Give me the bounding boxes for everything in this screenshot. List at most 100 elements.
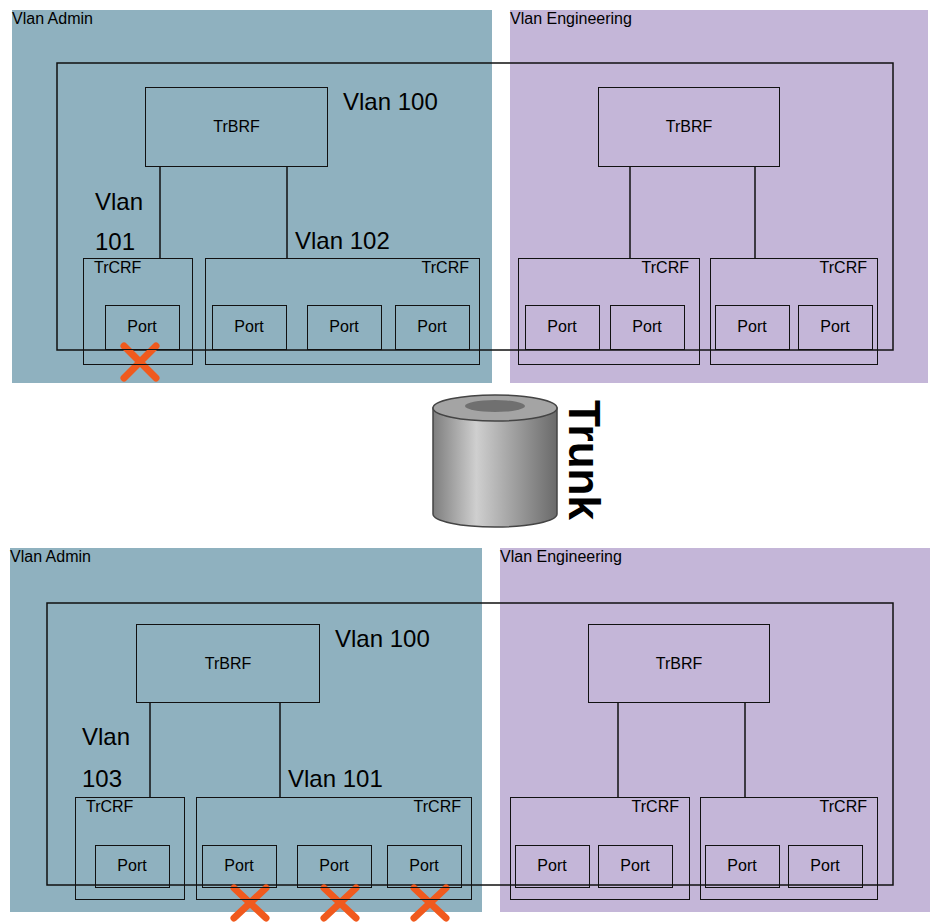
- port-box: Port: [202, 845, 277, 888]
- vlan-link-line: [629, 167, 631, 258]
- trcrf-box: TrCRF Port Port Port: [196, 797, 472, 900]
- trunk-cylinder: [433, 395, 557, 527]
- label-holder: Trunk: [559, 400, 609, 520]
- cylinder-top: [433, 395, 557, 421]
- vlan-edge-label: Vlan 103: [82, 716, 144, 800]
- label-holder: Vlan 101: [288, 764, 418, 794]
- trcrf-label: TrCRF: [820, 259, 867, 276]
- port-label: Port: [737, 318, 766, 336]
- port-label: Port: [224, 857, 253, 875]
- label-holder: Vlan 103: [82, 716, 144, 800]
- port-label: Port: [409, 857, 438, 875]
- trbrf-label: TrBRF: [656, 655, 703, 673]
- port-label: Port: [127, 318, 156, 336]
- port-box: Port: [598, 845, 673, 888]
- trcrf-box: TrCRF Port: [83, 258, 193, 365]
- port-box: Port: [307, 305, 382, 350]
- trbrf-label: TrBRF: [666, 118, 713, 136]
- vlan-edge-label: Vlan 101: [95, 182, 157, 262]
- vlan-edge-label: Vlan 101: [288, 764, 418, 794]
- port-box: Port: [395, 305, 470, 350]
- port-label: Port: [329, 318, 358, 336]
- vlan-region: Vlan EngineeringTrBRF TrCRF Port Port TrCRF P…: [510, 10, 928, 383]
- trcrf-label: TrCRF: [414, 798, 461, 815]
- admin-region: [12, 10, 492, 383]
- vlan-link-line: [754, 167, 756, 258]
- trbrf-box: TrBRF: [588, 624, 770, 703]
- blocked-x: [414, 888, 446, 918]
- port-box: Port: [515, 845, 590, 888]
- port-box: Port: [525, 305, 600, 350]
- region-title: Vlan Admin: [10, 548, 91, 565]
- port-label: Port: [632, 318, 661, 336]
- trcrf-label: TrCRF: [94, 259, 141, 276]
- port-label: Port: [810, 857, 839, 875]
- blocked-x: [324, 888, 356, 918]
- region-title: Vlan Engineering: [510, 10, 632, 27]
- label-holder: Vlan 102: [295, 226, 425, 256]
- trbrf-box: TrBRF: [598, 87, 780, 167]
- trbrf-label: TrBRF: [205, 655, 252, 673]
- cylinder-hole: [465, 400, 525, 412]
- vlan-edge-label: Vlan 102: [295, 226, 425, 256]
- label-holder: Vlan 100: [335, 625, 430, 653]
- blocked-marks: [124, 346, 446, 918]
- label-holder: Vlan 100: [343, 88, 438, 116]
- vlan-link-line: [149, 703, 151, 797]
- label-holder: Vlan 101: [95, 182, 157, 262]
- port-box: Port: [387, 845, 462, 888]
- vlan-link-line: [744, 703, 746, 797]
- port-label: Port: [547, 318, 576, 336]
- cylinder-body: [433, 408, 557, 527]
- port-box: Port: [705, 845, 780, 888]
- trcrf-box: TrCRF Port Port Port: [205, 258, 480, 365]
- port-box: Port: [788, 845, 863, 888]
- port-box: Port: [715, 305, 790, 350]
- port-label: Port: [820, 318, 849, 336]
- vlan-region: Vlan AdminTrBRFVlan 100TrCRFPortTrCRFPor…: [12, 10, 492, 383]
- trcrf-box: TrCRF Port Port: [518, 258, 700, 365]
- port-label: Port: [319, 857, 348, 875]
- trcrf-label: TrCRF: [86, 798, 133, 815]
- port-box: Port: [105, 305, 180, 350]
- switch-outline: [57, 63, 893, 350]
- port-label: Port: [234, 318, 263, 336]
- vlan-link-line: [617, 703, 619, 797]
- trbrf-box: TrBRFVlan 100: [145, 87, 328, 167]
- port-box: Port: [212, 305, 287, 350]
- vlan-link-line: [159, 167, 161, 258]
- trunk-label: Trunk: [559, 400, 609, 520]
- port-label: Port: [417, 318, 446, 336]
- trcrf-label: TrCRF: [820, 798, 867, 815]
- vlan-id-label: Vlan 100: [343, 88, 438, 115]
- trcrf-label: TrCRF: [642, 259, 689, 276]
- port-label: Port: [117, 857, 146, 875]
- trcrf-box: TrCRF Port Port: [710, 258, 878, 365]
- port-label: Port: [537, 857, 566, 875]
- port-box: Port: [798, 305, 873, 350]
- vlan-region: Vlan EngineeringTrBRF TrCRF Port Port TrCRF P…: [500, 548, 930, 912]
- port-box: Port: [95, 845, 170, 888]
- region-title: Vlan Engineering: [500, 548, 622, 565]
- port-label: Port: [727, 857, 756, 875]
- blocked-x: [234, 888, 266, 918]
- engineering-region: [510, 10, 928, 383]
- trcrf-label: TrCRF: [632, 798, 679, 815]
- port-label: Port: [620, 857, 649, 875]
- region-title: Vlan Admin: [12, 10, 93, 27]
- trbrf-box: TrBRFVlan 100: [136, 624, 320, 703]
- trcrf-box: TrCRF Port Port: [700, 797, 878, 900]
- port-box: Port: [297, 845, 372, 888]
- trcrf-box: TrCRF Port Port: [510, 797, 690, 900]
- trbrf-label: TrBRF: [213, 118, 260, 136]
- trcrf-label: TrCRF: [422, 259, 469, 276]
- port-box: Port: [610, 305, 685, 350]
- blocked-x: [124, 346, 156, 378]
- vlan-link-line: [286, 167, 288, 258]
- trcrf-box: TrCRF Port: [75, 797, 185, 900]
